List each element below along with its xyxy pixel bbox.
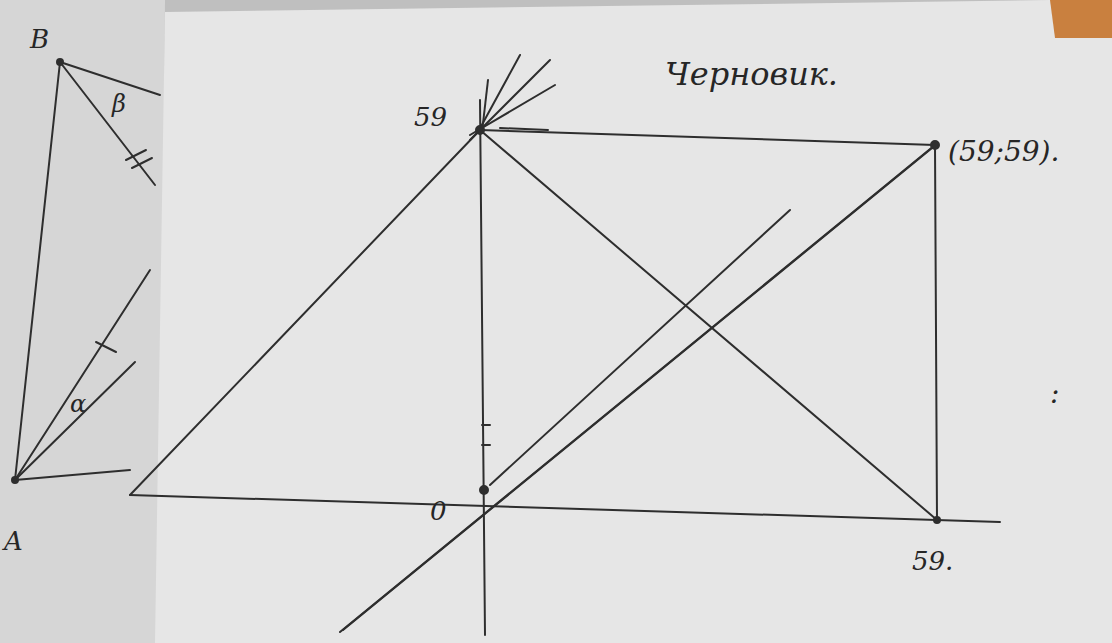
angle-label: β <box>112 92 126 116</box>
draft-note: Черновик. <box>665 58 838 90</box>
pen-lines <box>12 55 1000 635</box>
point-coordinates: (59;59). <box>948 138 1059 166</box>
left-paper <box>0 0 165 643</box>
main-paper <box>155 0 1112 643</box>
table-corner <box>1050 0 1112 38</box>
axis-value: 59 <box>414 104 447 130</box>
angle-label: α <box>70 392 86 416</box>
axis-value: 59. <box>912 548 953 574</box>
origin-label: 0 <box>430 498 447 524</box>
point-label: B <box>30 26 49 52</box>
stray-mark: : <box>1050 380 1059 408</box>
point-label: A <box>4 528 23 554</box>
